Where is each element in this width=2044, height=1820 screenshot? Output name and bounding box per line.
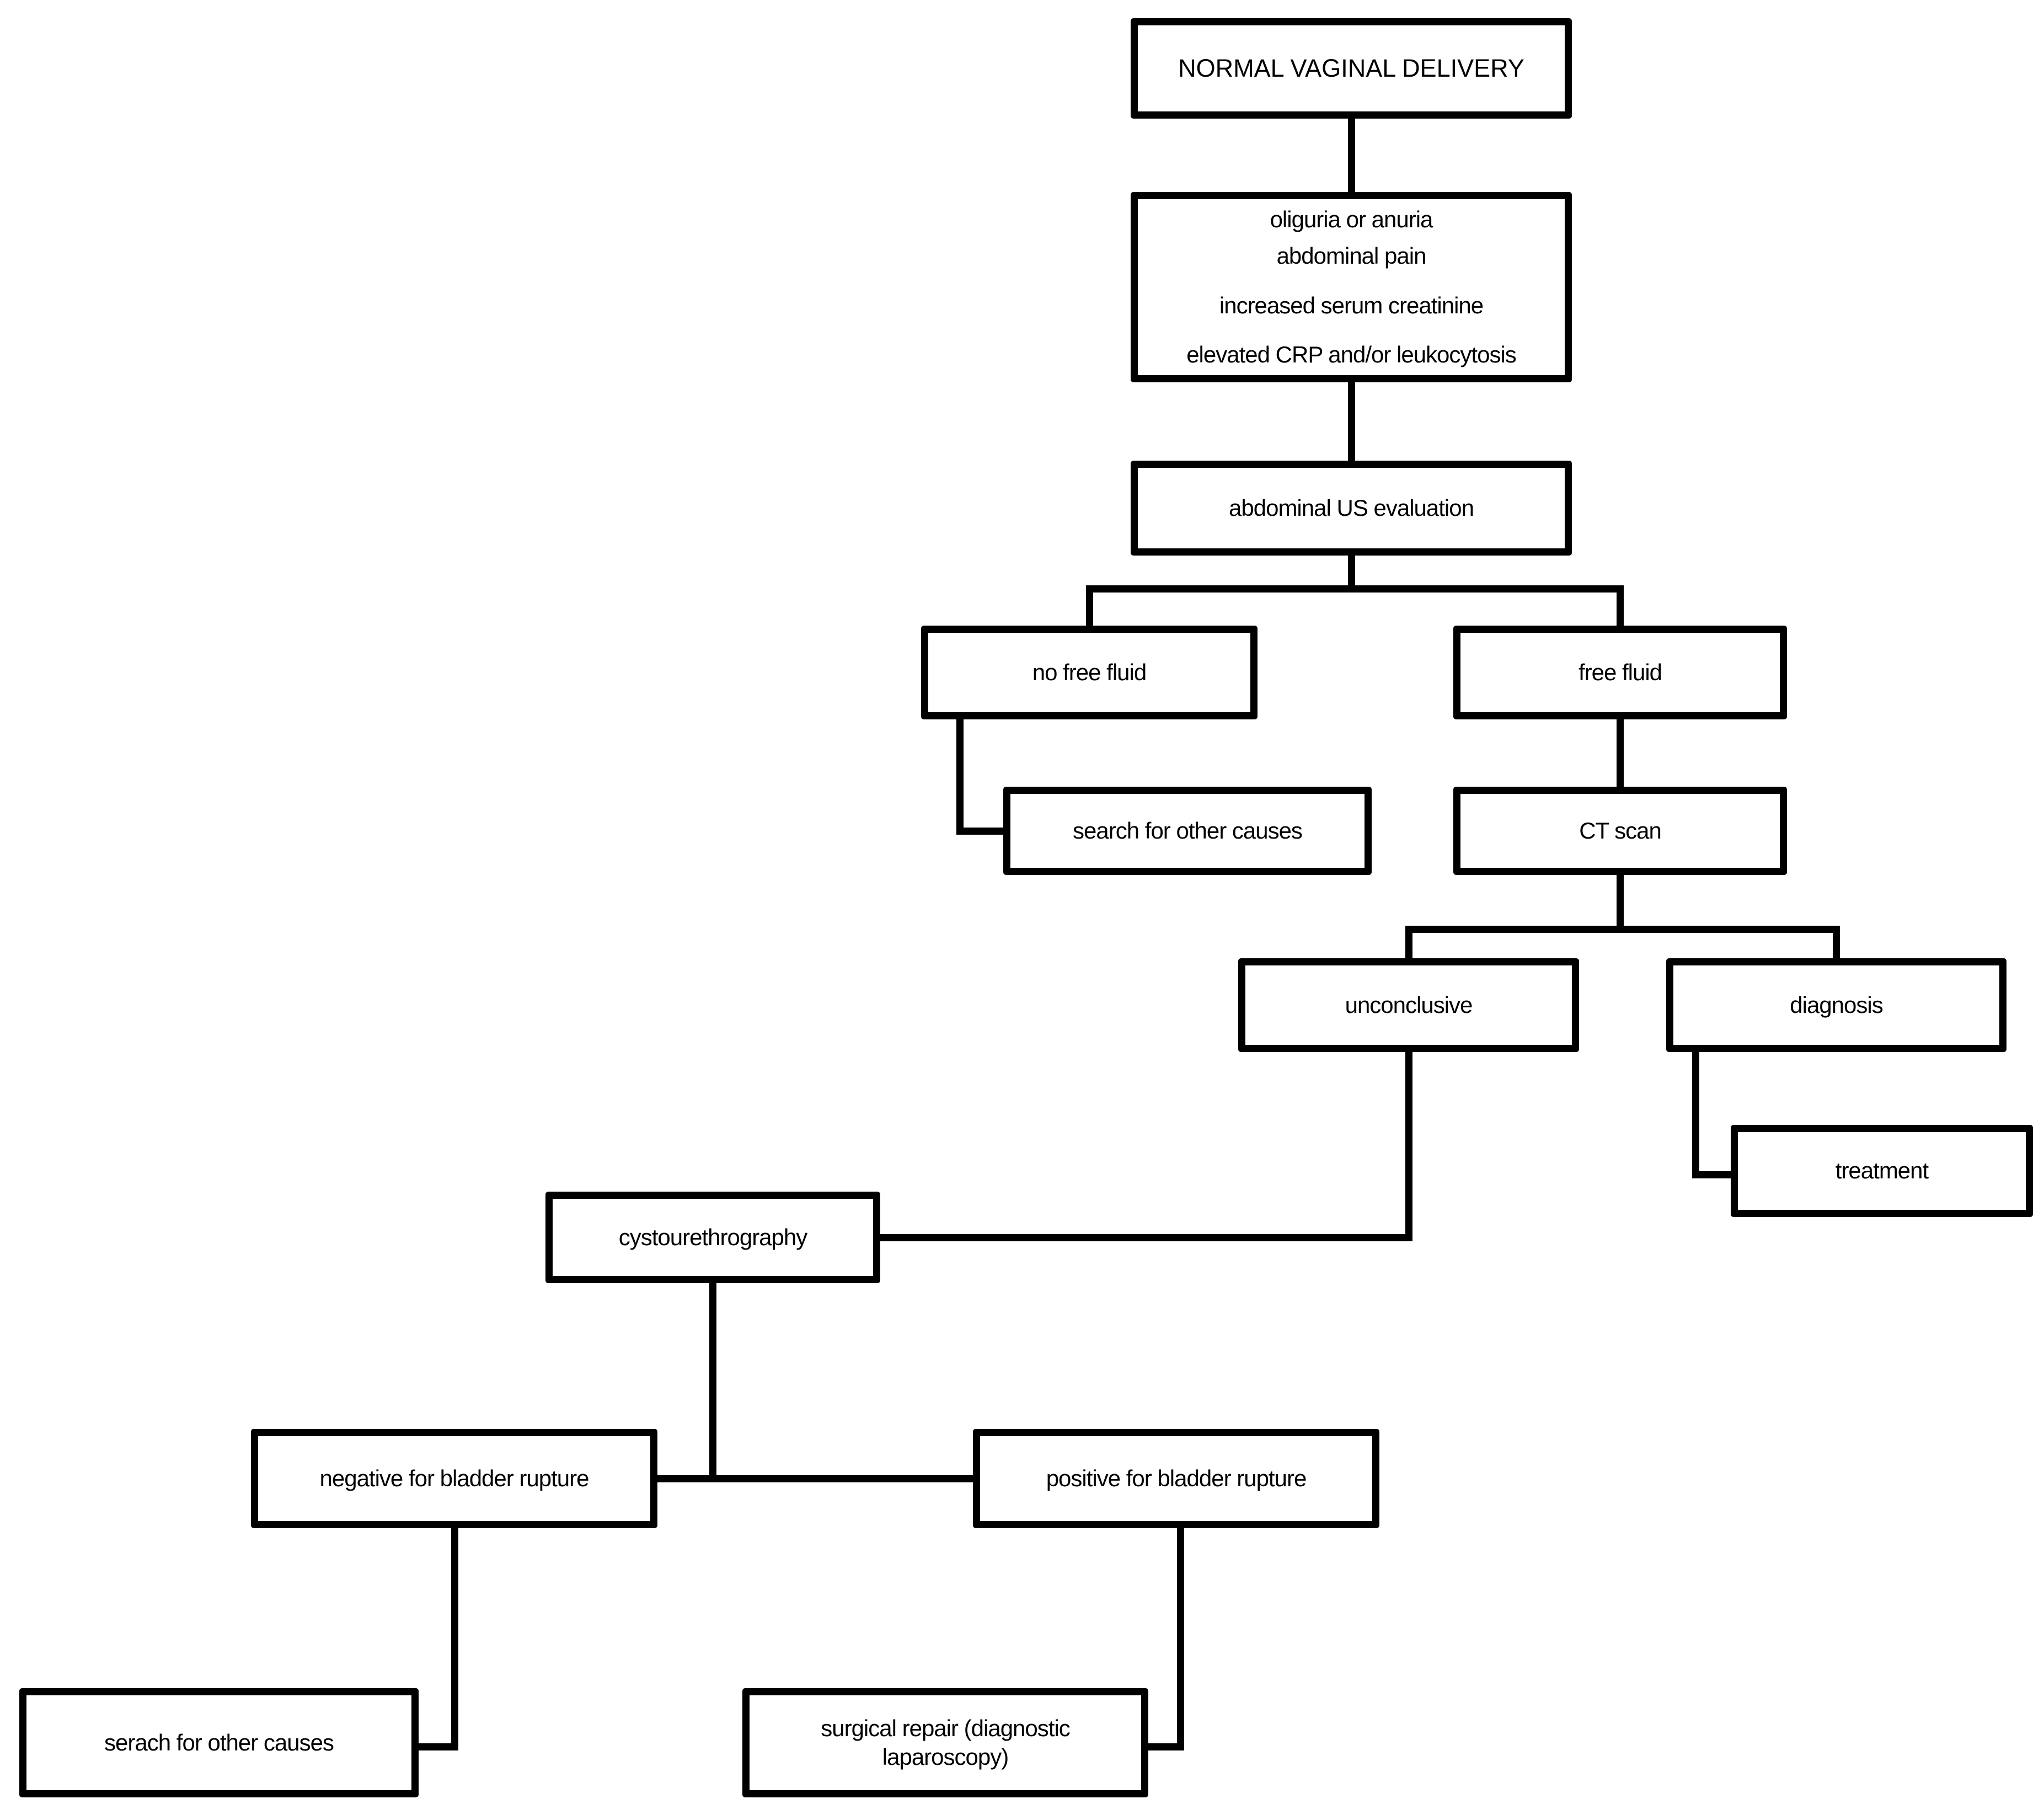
connector-freefluid-ct: [1617, 717, 1624, 789]
connector-ct-split-stem: [1617, 872, 1624, 933]
node-no-free-fluid: no free fluid: [921, 626, 1258, 719]
node-label: positive for bladder rupture: [1046, 1465, 1307, 1491]
node-label: NORMAL VAGINAL DELIVERY: [1178, 54, 1524, 82]
node-cystourethrography: cystourethrography: [545, 1192, 880, 1283]
node-label: surgical repair (diagnostic laparoscopy): [821, 1715, 1071, 1770]
symptom-line-4: elevated CRP and/or leukocytosis: [1186, 341, 1517, 367]
connector-negative-positive-bar: [655, 1475, 976, 1482]
node-ct-scan: CT scan: [1453, 787, 1787, 875]
connector-diagnosis-treatment-horizontal: [1692, 1171, 1733, 1178]
connector-nofluid-search-horizontal: [956, 828, 1006, 835]
node-diagnosis: diagnosis: [1666, 958, 2006, 1052]
node-label: abdominal US evaluation: [1229, 494, 1474, 521]
node-label: CT scan: [1579, 817, 1662, 844]
symptom-line-2: abdominal pain: [1276, 243, 1427, 269]
connector-split-no-free-fluid: [1086, 585, 1093, 628]
node-normal-vaginal-delivery: NORMAL VAGINAL DELIVERY: [1131, 18, 1572, 119]
node-label: search for other causes: [1073, 817, 1303, 844]
connector-cysto-split-stem: [709, 1280, 716, 1482]
connector-symptoms-us: [1348, 380, 1355, 463]
node-label: diagnosis: [1790, 991, 1883, 1018]
connector-delivery-symptoms: [1348, 116, 1355, 195]
node-negative-for-bladder-rupture: negative for bladder rupture: [251, 1429, 657, 1528]
connector-us-split-stem: [1348, 553, 1355, 593]
node-surgical-repair: surgical repair (diagnostic laparoscopy): [742, 1688, 1148, 1797]
node-treatment: treatment: [1731, 1125, 2033, 1217]
node-abdominal-us-evaluation: abdominal US evaluation: [1131, 461, 1572, 556]
connector-split-diagnosis: [1833, 926, 1840, 961]
connector-negative-serach-horizontal: [416, 1743, 458, 1750]
connector-us-split-bar: [1086, 585, 1624, 593]
connector-negative-serach-vertical: [451, 1525, 458, 1750]
node-label: serach for other causes: [104, 1729, 334, 1755]
node-unconclusive: unconclusive: [1238, 958, 1579, 1052]
connector-unconclusive-cysto-vertical: [1405, 1049, 1412, 1241]
connector-diagnosis-treatment-vertical: [1692, 1049, 1699, 1178]
node-symptoms: oliguria or anuria abdominal pain increa…: [1131, 192, 1572, 382]
node-label: no free fluid: [1032, 659, 1147, 685]
node-label: negative for bladder rupture: [319, 1465, 590, 1491]
node-free-fluid: free fluid: [1453, 626, 1787, 719]
connector-unconclusive-cysto-horizontal: [877, 1234, 1412, 1241]
node-label: treatment: [1835, 1157, 1929, 1184]
node-search-for-other-causes: search for other causes: [1003, 787, 1372, 875]
node-label: cystourethrography: [618, 1224, 808, 1250]
connector-ct-split-bar: [1405, 926, 1840, 933]
symptom-line-1: oliguria or anuria: [1270, 206, 1433, 232]
connector-split-free-fluid: [1617, 585, 1624, 628]
symptom-line-3: increased serum creatinine: [1219, 292, 1484, 318]
node-label: unconclusive: [1345, 991, 1473, 1018]
node-label: free fluid: [1578, 659, 1662, 685]
connector-positive-surgical-horizontal: [1146, 1743, 1184, 1750]
connector-nofluid-search-vertical: [956, 717, 964, 835]
connector-split-unconclusive: [1405, 926, 1412, 961]
node-serach-for-other-causes: serach for other causes: [19, 1688, 419, 1797]
node-positive-for-bladder-rupture: positive for bladder rupture: [973, 1429, 1379, 1528]
connector-positive-surgical-vertical: [1177, 1525, 1184, 1750]
